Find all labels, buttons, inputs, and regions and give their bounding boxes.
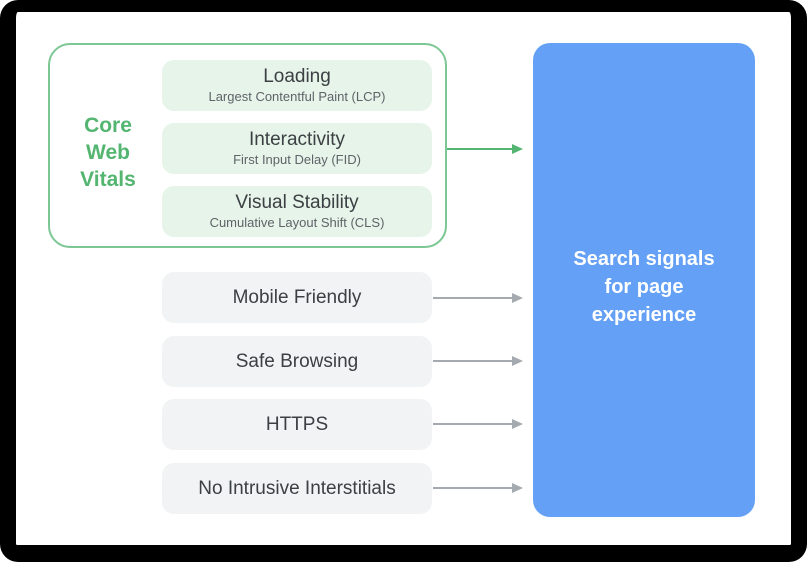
arrow-shaft (433, 423, 512, 425)
core-web-vitals-label: Core Web Vitals (80, 114, 136, 191)
cwv-item-subtitle: First Input Delay (FID) (233, 152, 361, 167)
cwv-item-title: Interactivity (248, 129, 346, 150)
connector-arrow-no-intrusive-interstitials (433, 482, 523, 494)
search-signals-target-box: Search signals for page experience (533, 43, 755, 517)
connector-arrow-mobile-friendly (433, 292, 523, 304)
cwv-item-subtitle: Cumulative Layout Shift (CLS) (209, 215, 385, 230)
arrow-shaft (447, 148, 512, 150)
signal-pill-no-intrusive-interstitials: No Intrusive Interstitials (162, 463, 432, 514)
cwv-item-title: Loading (263, 66, 331, 87)
signal-pill-label: Safe Browsing (235, 350, 359, 372)
search-signals-label: Search signals for page experience (573, 248, 715, 326)
connector-arrow-core-web-vitals (447, 143, 523, 155)
cwv-item-interactivity: Interactivity First Input Delay (FID) (162, 123, 432, 174)
signal-pill-label: HTTPS (265, 413, 329, 435)
arrow-shaft (433, 360, 512, 362)
cwv-item-visual-stability: Visual Stability Cumulative Layout Shift… (162, 186, 432, 237)
signal-pill-label: Mobile Friendly (232, 286, 362, 308)
connector-arrow-https (433, 418, 523, 430)
signal-pill-label: No Intrusive Interstitials (198, 477, 396, 499)
cwv-item-title: Visual Stability (235, 192, 359, 213)
arrowhead-icon (512, 144, 523, 154)
signal-pill-safe-browsing: Safe Browsing (162, 336, 432, 387)
signal-pill-mobile-friendly: Mobile Friendly (162, 272, 432, 323)
arrow-shaft (433, 487, 512, 489)
cwv-item-loading: Loading Largest Contentful Paint (LCP) (162, 60, 432, 111)
cwv-item-subtitle: Largest Contentful Paint (LCP) (208, 89, 386, 104)
arrowhead-icon (512, 356, 523, 366)
arrowhead-icon (512, 483, 523, 493)
arrow-shaft (433, 297, 512, 299)
connector-arrow-safe-browsing (433, 355, 523, 367)
arrowhead-icon (512, 419, 523, 429)
arrowhead-icon (512, 293, 523, 303)
signal-pill-https: HTTPS (162, 399, 432, 450)
